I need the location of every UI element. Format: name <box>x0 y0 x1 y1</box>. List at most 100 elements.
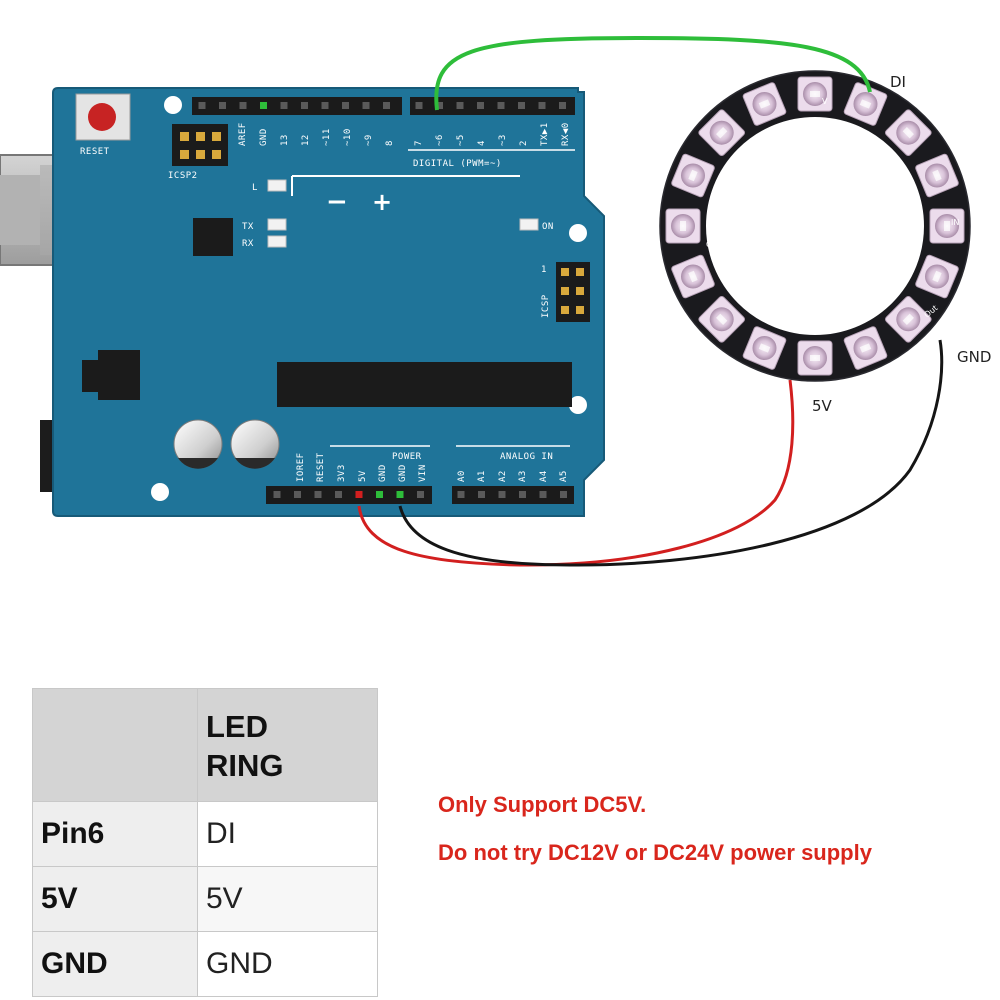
usb-chip <box>193 218 233 256</box>
power-header-pins <box>273 491 567 498</box>
voltage-notice-line-2: Do not try DC12V or DC24V power supply <box>438 840 872 865</box>
digital-header <box>192 97 575 115</box>
reset-button <box>75 93 131 141</box>
power-pin-label: RESET <box>316 452 326 482</box>
ring-led <box>742 82 787 126</box>
mounting-hole <box>569 396 587 414</box>
digital-pin-label: ~9 <box>364 134 374 146</box>
ring-led <box>885 109 932 156</box>
digital-pin-label: ~5 <box>456 134 466 146</box>
plus-mark: + <box>372 188 392 216</box>
ring-led <box>742 326 787 370</box>
data-wire <box>434 35 872 111</box>
arduino-uno-board <box>52 87 605 517</box>
header-pin-hole <box>560 491 567 498</box>
power-pin-label: IOREF <box>296 452 306 482</box>
header-pin-hole <box>415 102 423 109</box>
tx-led-label: TX <box>242 222 254 232</box>
power-pin-label: 5V <box>358 470 368 482</box>
header-pin-hole <box>342 102 349 109</box>
icsp-label: ICSP <box>541 294 551 318</box>
header-pin-hole <box>239 102 247 109</box>
mounting-hole <box>151 483 169 501</box>
digital-pin-label: 2 <box>519 140 529 146</box>
header-pin-hole <box>436 102 443 109</box>
ring-g-label: G <box>706 240 712 249</box>
ring-led <box>915 254 959 299</box>
table-row: 5V 5V <box>32 866 378 932</box>
header-pin-hole <box>559 102 566 109</box>
icsp-header <box>556 262 590 322</box>
header-pin-hole <box>477 102 484 109</box>
ring-led <box>671 254 715 299</box>
mounting-hole <box>569 224 587 242</box>
table-cell-value: 5V <box>197 866 378 932</box>
rx-led <box>267 235 287 248</box>
power-pin-label: VIN <box>418 464 428 482</box>
wire-label-gnd: GND <box>957 348 991 366</box>
analog-label: ANALOG IN <box>500 452 553 462</box>
analog-pin-label: A5 <box>559 470 569 482</box>
header-pin-hole <box>539 491 547 498</box>
header-pin-hole <box>301 102 308 109</box>
header-pin-hole <box>335 491 342 498</box>
power-pin-label: 3V3 <box>337 464 347 482</box>
ring-led <box>797 76 833 112</box>
header-pin-hole <box>260 102 267 109</box>
table-header-led-ring: LED RING <box>197 688 378 802</box>
digital-header-pins <box>198 102 566 109</box>
ring-v-label: V <box>822 97 828 106</box>
digital-pin-label: 4 <box>477 140 487 146</box>
ground-wire <box>398 339 944 567</box>
digital-label: DIGITAL (PWM=~) <box>413 159 502 169</box>
header-pin-hole <box>355 491 363 498</box>
header-pin-hole <box>314 491 322 498</box>
header-pin-hole <box>294 491 301 498</box>
ring-led <box>929 208 965 244</box>
ring-led <box>843 326 888 370</box>
digital-pin-label: ~11 <box>322 128 332 146</box>
digital-pin-label: 8 <box>385 140 395 146</box>
analog-pin-label: A0 <box>457 470 467 482</box>
ring-in-label: IN <box>951 218 959 227</box>
wire-label-di: DI <box>890 73 906 91</box>
ring-led-array <box>665 76 965 376</box>
icsp-pin1-label: 1 <box>541 265 547 275</box>
power-label: POWER <box>392 452 422 462</box>
ring-led <box>797 340 833 376</box>
power-pin-label: GND <box>378 464 388 482</box>
ring-led <box>698 109 745 156</box>
header-pin-hole <box>219 102 226 109</box>
wire-label-5v: 5V <box>812 397 833 415</box>
reset-label: RESET <box>80 147 110 157</box>
header-pin-hole <box>497 102 505 109</box>
digital-pin-label: AREF <box>238 122 248 146</box>
mounting-hole <box>164 96 182 114</box>
table-cell-value: DI <box>197 801 378 867</box>
digital-pin-label: 12 <box>301 134 311 146</box>
digital-pin-label: ~3 <box>498 134 508 146</box>
digital-pin-label: ~10 <box>343 128 353 146</box>
power-pin-label: GND <box>398 464 408 482</box>
tx-led <box>267 218 287 231</box>
header-pin-hole <box>396 491 404 498</box>
header-pin-hole <box>198 102 206 109</box>
header-pin-hole <box>518 102 525 109</box>
rx-led-label: RX <box>242 239 254 249</box>
table-row: GND GND <box>32 931 378 997</box>
header-pin-hole <box>456 102 464 109</box>
on-led-label: ON <box>542 222 554 232</box>
table-row: Pin6 DI <box>32 801 378 867</box>
icsp2-header <box>172 124 228 166</box>
pin-connection-table: LED RING Pin6 DI 5V 5V GND GND <box>32 688 378 997</box>
ring-led <box>843 82 888 126</box>
header-pin-hole <box>519 491 526 498</box>
header-pin-hole <box>478 491 485 498</box>
digital-pin-label: RX◀0 <box>561 122 571 146</box>
table-cell-pin: Pin6 <box>32 801 198 867</box>
on-led <box>519 218 539 231</box>
ring-led <box>698 296 745 343</box>
header-pin-hole <box>383 102 390 109</box>
